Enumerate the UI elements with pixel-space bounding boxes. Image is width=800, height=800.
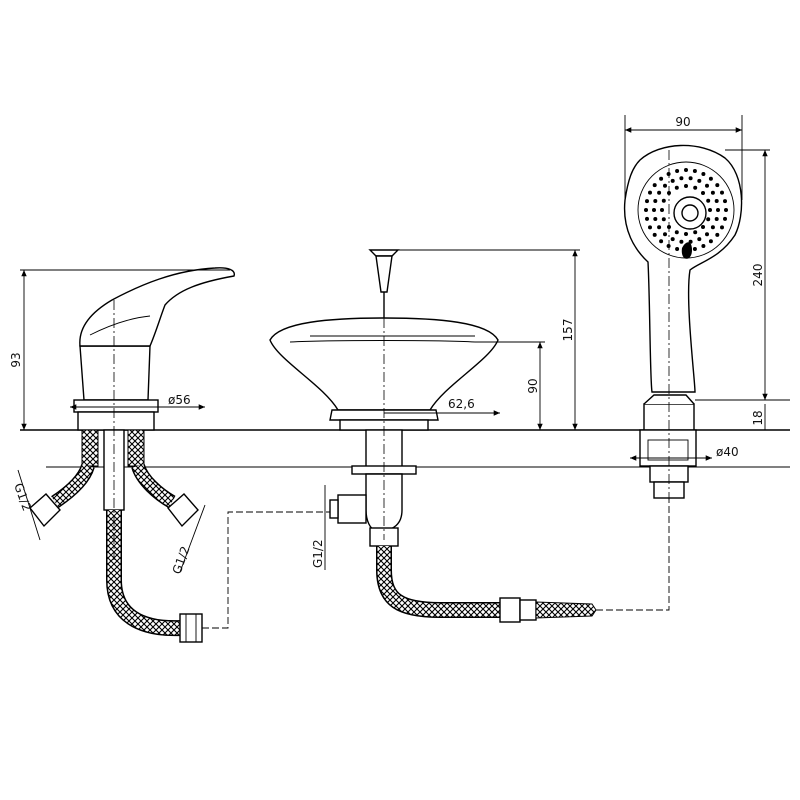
spray-nozzle [661,217,666,222]
spray-nozzle [710,190,715,195]
spout-total-height-dimension: 157 [398,249,580,430]
spray-nozzle [674,185,679,190]
spray-nozzle [688,239,693,244]
spray-nozzle [708,208,712,212]
spray-nozzle [653,217,658,221]
spout-radius-label: 62,6 [448,397,475,411]
spray-nozzle [657,190,662,195]
spray-nozzle [708,239,713,244]
thread-center-label: G1/2 [311,539,325,568]
spray-nozzle [705,183,709,188]
spray-nozzle [663,183,667,188]
spray-nozzle [667,191,671,195]
spray-nozzle [697,178,702,183]
spray-nozzle [675,169,680,173]
lever-mixer [29,267,235,643]
spray-nozzle [708,176,713,181]
spray-nozzle [710,225,715,230]
thread-left-a-label: G1/2 [11,481,34,513]
spray-nozzle [652,208,656,212]
holder-diameter-label: ø40 [716,445,739,459]
spray-nozzle [720,225,724,230]
spray-nozzle [644,208,648,212]
spray-nozzle [667,225,671,229]
spray-nozzle [666,172,671,176]
thread-left-b-label: G1/2 [170,544,193,576]
spray-nozzle [684,248,688,252]
spray-nozzle [648,225,652,230]
spray-nozzle [706,217,711,222]
spout-height-label: 90 [526,378,540,393]
cascade-spout [269,249,597,623]
spray-nozzle [679,239,684,244]
holder-diameter-dimension: ø40 [630,445,739,461]
spray-nozzle [652,232,657,237]
mixer-diameter-label: ø56 [168,393,191,407]
spray-nozzle [701,225,705,229]
holder-height-dimension: 18 [751,404,766,430]
spray-nozzle [701,244,706,248]
holder-height-label: 18 [751,410,765,425]
spray-nozzle [645,216,649,221]
handshower-length-dimension: 240 [695,149,790,401]
spray-nozzle [693,185,698,190]
spray-nozzle [693,230,698,235]
spray-nozzle [688,176,693,181]
spray-nozzle [706,198,711,203]
mixer-height-dimension: 93 [9,269,230,430]
spout-height-dimension: 90 [475,341,545,430]
spray-nozzle [657,225,662,230]
spray-nozzle [674,230,679,235]
spray-nozzle [645,199,649,204]
spray-nozzle [660,208,664,212]
spray-nozzle [684,168,688,172]
spray-nozzle [661,198,666,203]
thread-center-dimension: G1/2 [311,485,326,570]
spray-nozzle [714,199,719,203]
spray-nozzle [724,208,728,212]
spray-nozzle [670,237,675,242]
spray-nozzle [666,244,671,248]
spray-nozzle [692,169,697,173]
spray-nozzle [675,247,680,251]
spray-nozzle [723,199,727,204]
spout-radius-dimension: 62,6 [384,397,500,416]
spray-nozzle [659,176,664,181]
mixer-diameter-dimension: ø56 [70,393,205,410]
spray-nozzle [705,232,709,237]
handshower-width-dimension: 90 [624,115,743,200]
connection-lines [202,498,670,629]
spray-nozzle [684,232,688,236]
spray-nozzle [715,183,720,188]
spray-nozzle [723,216,727,221]
spray-nozzle [659,239,664,244]
spray-nozzle [648,190,652,195]
handshower-width-label: 90 [675,115,690,129]
spray-nozzle [701,191,705,195]
spray-nozzle [714,217,719,221]
spray-nozzle [652,183,657,188]
spray-nozzle [684,184,688,188]
handshower-length-label: 240 [751,264,765,287]
spray-nozzle [692,247,697,251]
spray-nozzle [653,199,658,203]
spray-nozzle [720,190,724,195]
spray-nozzle [716,208,720,212]
spray-nozzle [663,232,667,237]
spray-nozzle [701,172,706,176]
spray-nozzle [670,178,675,183]
spray-nozzle [679,176,684,181]
spray-nozzles [644,168,728,252]
mixer-height-label: 93 [9,352,23,367]
spray-nozzle [697,237,702,242]
spout-total-height-label: 157 [561,319,575,342]
spray-nozzle [715,232,720,237]
